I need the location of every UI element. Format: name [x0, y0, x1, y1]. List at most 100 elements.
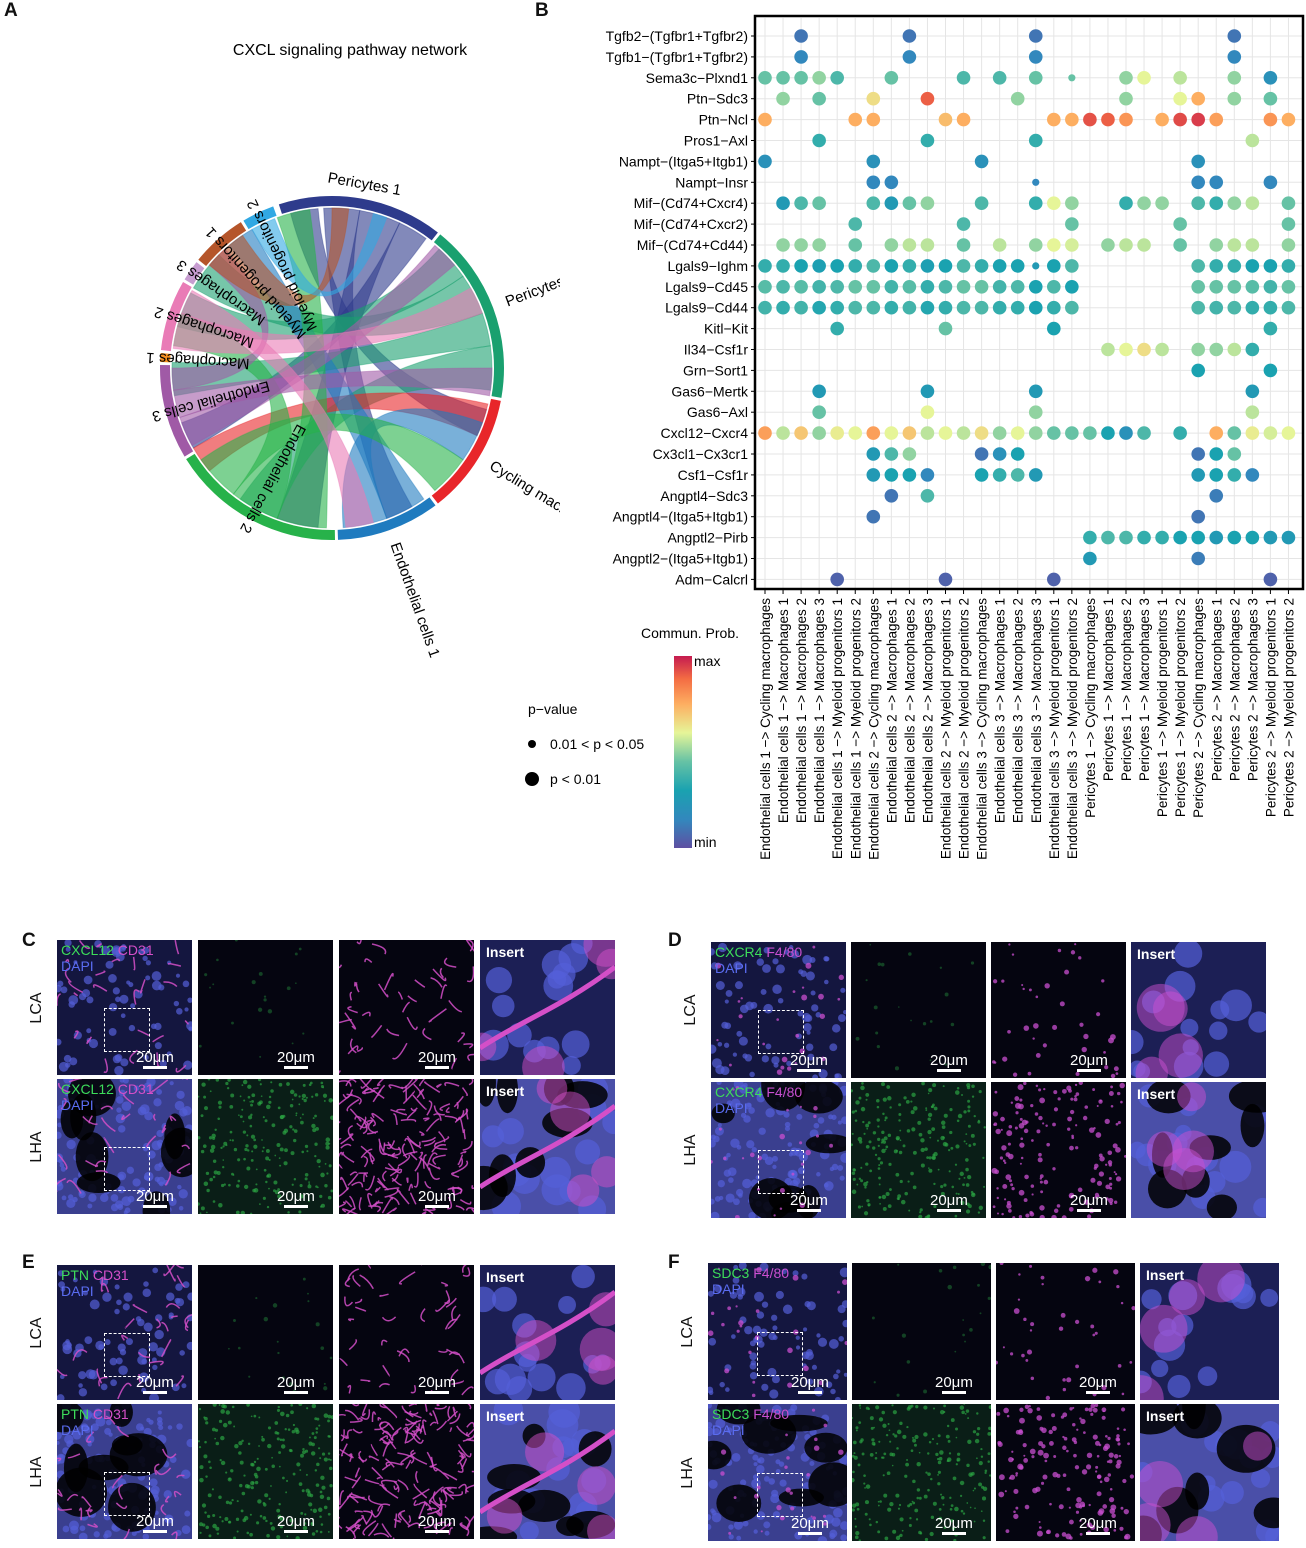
dot-point	[1083, 426, 1097, 440]
scale-bar: 20μm	[418, 1513, 456, 1533]
panel-label-e: E	[22, 1252, 35, 1273]
dot-point	[884, 468, 899, 482]
scale-bar: 20μm	[790, 1192, 828, 1212]
scale-bar: 20μm	[418, 1049, 456, 1069]
y-tick-label: Lgals9−Cd44	[665, 300, 748, 316]
micrograph-green	[852, 1263, 991, 1400]
dot-point	[1032, 178, 1040, 186]
dot-point	[1227, 447, 1242, 461]
dot-point	[848, 112, 863, 127]
y-tick-label: Tgfb2−(Tgfbr1+Tgfbr2)	[606, 28, 748, 44]
dot-point	[920, 196, 935, 210]
scale-bar-label: 20μm	[418, 1374, 456, 1391]
dot-point	[1173, 217, 1187, 231]
dot-point	[1227, 196, 1242, 210]
dot-point	[1028, 71, 1043, 85]
scale-bar-line	[796, 1209, 821, 1212]
dot-point	[1010, 280, 1025, 294]
dot-point	[812, 426, 826, 440]
dot-point	[1173, 91, 1187, 106]
dot-point	[1227, 71, 1242, 85]
dot-point	[1137, 196, 1151, 210]
micrograph-green	[198, 1404, 333, 1539]
dot-point	[758, 154, 772, 169]
scale-bar-label: 20μm	[791, 1374, 829, 1391]
scale-bar-label: 20μm	[790, 1052, 828, 1069]
x-tick-label: Endothelial cells 3 −> Macrophages 1	[993, 598, 1008, 823]
dot-point	[848, 426, 863, 440]
dot-point	[920, 280, 935, 294]
micrograph-green	[198, 1079, 333, 1214]
dot-point	[1263, 112, 1278, 127]
dot-point	[1281, 280, 1296, 294]
dot-point	[848, 217, 863, 231]
row-label-lha: LHA	[679, 1456, 696, 1489]
scale-bar-line	[424, 1391, 449, 1394]
dot-point	[1173, 426, 1187, 440]
scale-bar-label: 20μm	[1070, 1052, 1108, 1069]
dot-point	[884, 196, 899, 210]
scale-bar: 20μm	[136, 1513, 174, 1533]
y-tick-label: Ptn−Sdc3	[687, 91, 748, 107]
dot-point	[902, 29, 917, 43]
dot-point	[1191, 509, 1205, 524]
dot-point	[1209, 280, 1224, 294]
y-tick-label: Nampt−Insr	[675, 174, 748, 190]
x-tick-label: Endothelial cells 3 −> Myeloid progenito…	[1065, 598, 1080, 859]
dot-point	[848, 259, 863, 273]
x-tick-label: Endothelial cells 3 −> Cycling macrophag…	[975, 598, 990, 860]
dot-point	[938, 112, 953, 127]
micrograph-green	[851, 942, 986, 1078]
scale-bar-label: 20μm	[418, 1188, 456, 1205]
chord-ribbon	[181, 289, 375, 528]
dot-point	[776, 196, 790, 210]
dot-point	[974, 259, 989, 273]
dot-point	[1137, 530, 1151, 545]
scale-bar: 20μm	[136, 1374, 174, 1394]
dot-point	[830, 426, 844, 440]
dot-point	[866, 91, 881, 106]
dot-point	[1263, 175, 1278, 190]
dot-points	[758, 29, 1296, 587]
dot-point	[776, 426, 790, 440]
y-tick-label: Adm−Calcrl	[675, 571, 748, 587]
dot-point	[1245, 405, 1260, 420]
legend-color-max: max	[694, 653, 720, 669]
row-label-lha: LHA	[682, 1134, 699, 1166]
dot-point	[884, 447, 899, 461]
dot-point	[866, 175, 881, 190]
y-tick-label: Pros1−Axl	[684, 133, 748, 149]
dot-point	[794, 71, 808, 85]
y-tick-label: Lgals9−Ighm	[667, 258, 748, 274]
inset-box	[756, 1472, 803, 1517]
dot-point	[974, 447, 989, 461]
insert-label: Insert	[1137, 946, 1176, 962]
dot-point	[794, 196, 808, 210]
scale-bar-label: 20μm	[418, 1049, 456, 1066]
dot-point	[920, 91, 935, 106]
dot-point	[1281, 426, 1296, 440]
dot-point	[866, 509, 881, 524]
dot-point	[1119, 71, 1133, 85]
scale-bar-line	[797, 1532, 822, 1535]
chord-ribbons	[171, 207, 493, 529]
x-tick-label: Pericytes 1 −> Myeloid progenitors 1	[1155, 598, 1170, 817]
dot-point	[884, 300, 899, 315]
legend-color-title: Commun. Prob.	[641, 625, 739, 641]
scale-bar-label: 20μm	[136, 1049, 174, 1066]
dot-point	[1227, 50, 1242, 64]
dot-point	[1028, 405, 1043, 420]
scale-bar-line	[797, 1391, 822, 1394]
dot-point	[1028, 468, 1043, 482]
scale-bar-line	[936, 1069, 961, 1072]
scale-bar: 20μm	[935, 1374, 973, 1394]
x-tick-label: Pericytes 2 −> Macrophages 2	[1227, 598, 1242, 781]
micrograph-green	[198, 940, 333, 1075]
dot-point	[1083, 551, 1097, 566]
dot-point	[866, 300, 881, 315]
scale-bar-line	[142, 1205, 167, 1208]
dot-point	[866, 154, 881, 169]
